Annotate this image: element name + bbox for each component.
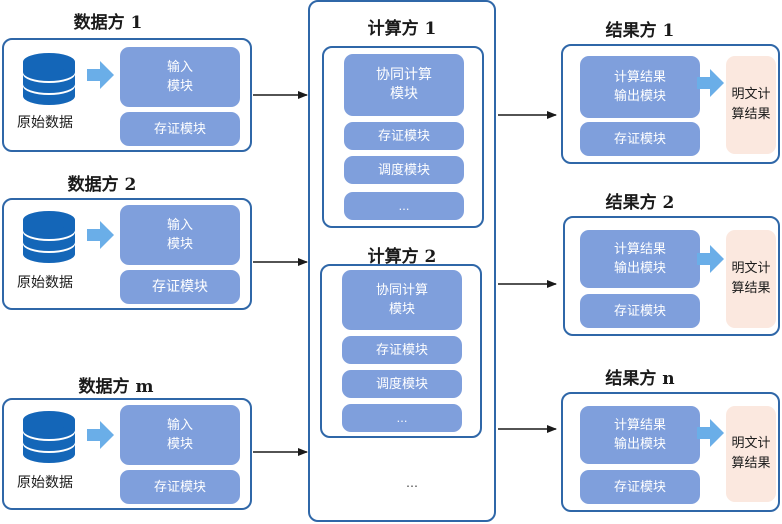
more-modules: … (344, 192, 464, 220)
attestation-module: 存证模块 (120, 270, 240, 304)
input-module: 输入 模块 (120, 47, 240, 107)
arrow-right-icon (697, 245, 724, 273)
attestation-module: 存证模块 (120, 112, 240, 146)
plaintext-result: 明文计 算结果 (726, 406, 776, 502)
raw-data-label: 原始数据 (17, 475, 73, 491)
result-output-module: 计算结果 输出模块 (580, 230, 700, 288)
compute-party-2-title: 计算方 2 (367, 247, 437, 267)
arrow-right-icon (697, 419, 724, 447)
attestation-module: 存证模块 (120, 470, 240, 504)
database-icon (23, 53, 75, 105)
result-party-1-title: 结果方 1 (605, 21, 675, 41)
compute-party-2-panel: 协同计算 模块 存证模块 调度模块 … (320, 264, 482, 438)
scheduling-module: 调度模块 (342, 370, 462, 398)
arrow-right-icon (87, 221, 114, 249)
collab-compute-module: 协同计算 模块 (342, 270, 462, 330)
plaintext-result: 明文计 算结果 (726, 56, 776, 154)
arrow-right-icon (87, 421, 114, 449)
compute-parties-more: … (406, 476, 418, 490)
result-party-2-title: 结果方 2 (605, 193, 675, 213)
raw-data-label: 原始数据 (17, 275, 73, 291)
data-party-2-panel: 原始数据 输入 模块 存证模块 (2, 198, 252, 310)
attestation-module: 存证模块 (342, 336, 462, 364)
scheduling-module: 调度模块 (344, 156, 464, 184)
result-party-2-panel: 计算结果 输出模块 明文计 算结果 存证模块 (563, 216, 780, 336)
attestation-module: 存证模块 (580, 470, 700, 504)
database-icon (23, 211, 75, 263)
attestation-module: 存证模块 (344, 122, 464, 150)
compute-party-1-title: 计算方 1 (367, 19, 437, 39)
more-modules: … (342, 404, 462, 432)
result-party-n-panel: 计算结果 输出模块 明文计 算结果 存证模块 (561, 392, 780, 512)
data-party-m-panel: 原始数据 输入 模块 存证模块 (2, 398, 252, 510)
plaintext-result: 明文计 算结果 (726, 230, 776, 328)
data-party-1-title: 数据方 1 (73, 13, 143, 33)
arrow-right-icon (87, 61, 114, 89)
collab-compute-module: 协同计算 模块 (344, 54, 464, 116)
result-party-1-panel: 计算结果 输出模块 明文计 算结果 存证模块 (561, 44, 780, 164)
input-module: 输入 模块 (120, 205, 240, 265)
compute-party-1-panel: 协同计算 模块 存证模块 调度模块 … (322, 46, 484, 228)
result-party-n-title: 结果方 n (605, 369, 675, 389)
result-output-module: 计算结果 输出模块 (580, 406, 700, 464)
input-module: 输入 模块 (120, 405, 240, 465)
arrow-right-icon (697, 69, 724, 97)
attestation-module: 存证模块 (580, 294, 700, 328)
data-party-2-title: 数据方 2 (67, 175, 137, 195)
attestation-module: 存证模块 (580, 122, 700, 156)
data-party-1-panel: 原始数据 输入 模块 存证模块 (2, 38, 252, 152)
data-party-m-title: 数据方 m (78, 377, 154, 397)
raw-data-label: 原始数据 (17, 115, 73, 131)
database-icon (23, 411, 75, 463)
result-output-module: 计算结果 输出模块 (580, 56, 700, 118)
